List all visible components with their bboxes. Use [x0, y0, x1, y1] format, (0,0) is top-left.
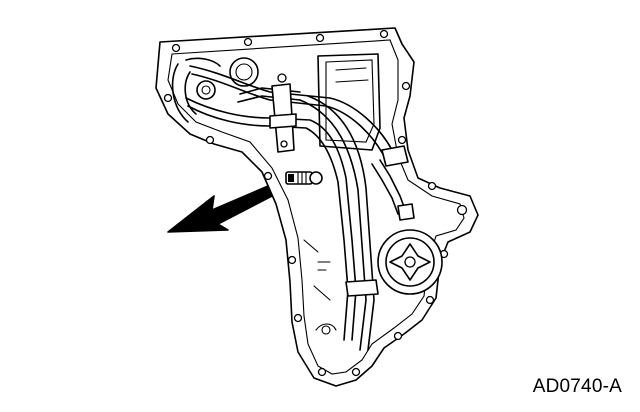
upper-right-opening: [317, 53, 381, 151]
pointer-arrow-icon: [167, 185, 273, 233]
figure-code-label: AD0740-A: [532, 376, 622, 397]
upper-left-bosses: [171, 57, 259, 123]
crankshaft-seal: [377, 229, 443, 295]
perimeter-bolt-holes: [163, 29, 468, 377]
cover-gasket-outline: [155, 27, 479, 387]
bolt-icon: [285, 171, 323, 185]
oil-tube-assembly: [185, 65, 407, 351]
lower-cover-details: [303, 239, 337, 335]
tube-bracket: [269, 73, 415, 297]
